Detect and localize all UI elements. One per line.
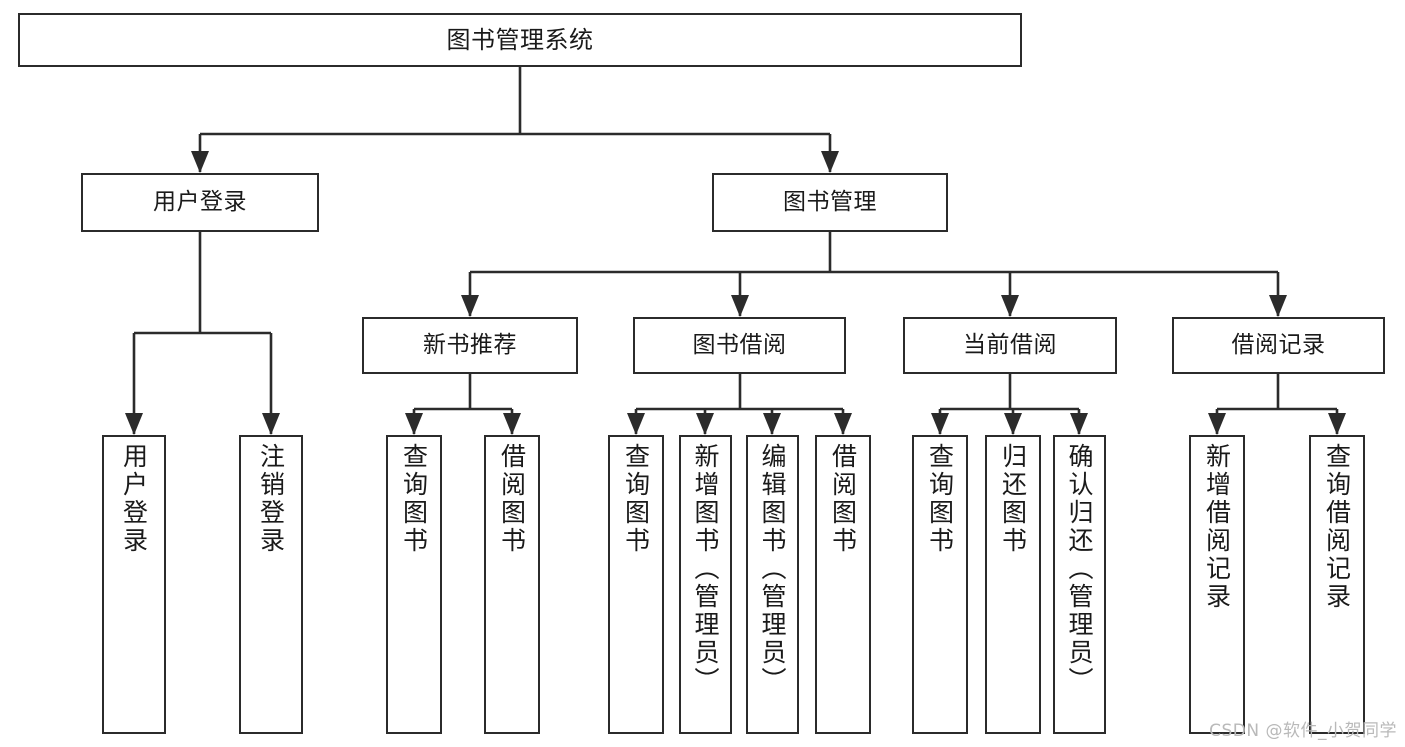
node-root[interactable]: 图书管理系统 [18, 13, 1022, 67]
arrowhead-icon [1328, 413, 1346, 435]
arrowhead-icon [834, 413, 852, 435]
node-leaf-edit-book[interactable]: 编辑图书（管理员） [746, 435, 799, 734]
node-book-manage[interactable]: 图书管理 [712, 173, 948, 232]
arrowhead-icon [191, 151, 209, 173]
node-leaf-confirm-return[interactable]: 确认归还（管理员） [1053, 435, 1106, 734]
node-label: 图书管理系统 [446, 25, 594, 54]
arrowhead-icon [405, 413, 423, 435]
node-label: 借阅图书 [828, 443, 858, 555]
node-label: 查询借阅记录 [1322, 443, 1352, 611]
node-label: 查询图书 [399, 443, 429, 555]
arrowhead-icon [1269, 295, 1287, 317]
node-leaf-user-login[interactable]: 用户登录 [102, 435, 166, 734]
node-label: 查询图书 [925, 443, 955, 555]
node-label: 确认归还（管理员） [1065, 443, 1094, 695]
node-current-borrow[interactable]: 当前借阅 [903, 317, 1117, 374]
node-leaf-query-book-2[interactable]: 查询图书 [608, 435, 664, 734]
node-label: 图书借阅 [692, 331, 787, 358]
node-label: 用户登录 [153, 188, 247, 215]
arrowhead-icon [503, 413, 521, 435]
node-label: 借阅记录 [1231, 331, 1326, 358]
node-leaf-query-book-1[interactable]: 查询图书 [386, 435, 442, 734]
node-book-borrow[interactable]: 图书借阅 [633, 317, 846, 374]
node-label: 编辑图书（管理员） [758, 443, 787, 695]
arrowhead-icon [125, 413, 143, 435]
node-label: 归还图书 [998, 443, 1028, 555]
arrowhead-icon [627, 413, 645, 435]
arrowhead-icon [1001, 295, 1019, 317]
node-leaf-query-book-3[interactable]: 查询图书 [912, 435, 968, 734]
node-leaf-borrow-book-1[interactable]: 借阅图书 [484, 435, 540, 734]
node-leaf-add-book[interactable]: 新增图书（管理员） [679, 435, 732, 734]
node-user-login[interactable]: 用户登录 [81, 173, 319, 232]
arrowhead-icon [1004, 413, 1022, 435]
node-label: 当前借阅 [963, 331, 1057, 358]
watermark-text: CSDN @软件_小贺同学 [1209, 721, 1397, 741]
arrowhead-icon [931, 413, 949, 435]
node-label: 新书推荐 [423, 331, 517, 358]
arrowhead-icon [1070, 413, 1088, 435]
connector-lines [132, 67, 1339, 434]
node-leaf-logout[interactable]: 注销登录 [239, 435, 303, 734]
arrowhead-icon [731, 295, 749, 317]
arrowhead-icon [1208, 413, 1226, 435]
node-label: 查询图书 [621, 443, 651, 555]
arrowhead-icon [763, 413, 781, 435]
node-label: 用户登录 [119, 443, 149, 555]
node-leaf-return-book[interactable]: 归还图书 [985, 435, 1041, 734]
arrowhead-icon [262, 413, 280, 435]
node-label: 图书管理 [783, 188, 877, 215]
node-leaf-add-record[interactable]: 新增借阅记录 [1189, 435, 1245, 734]
arrowhead-icon [461, 295, 479, 317]
node-new-book-recommend[interactable]: 新书推荐 [362, 317, 578, 374]
node-label: 注销登录 [256, 443, 286, 555]
arrowhead-icon [696, 413, 714, 435]
node-borrow-record[interactable]: 借阅记录 [1172, 317, 1385, 374]
node-label: 新增图书（管理员） [691, 443, 720, 695]
node-label: 借阅图书 [497, 443, 527, 555]
node-leaf-query-record[interactable]: 查询借阅记录 [1309, 435, 1365, 734]
arrowhead-icon [821, 151, 839, 173]
node-label: 新增借阅记录 [1202, 443, 1232, 611]
node-leaf-borrow-book-2[interactable]: 借阅图书 [815, 435, 871, 734]
